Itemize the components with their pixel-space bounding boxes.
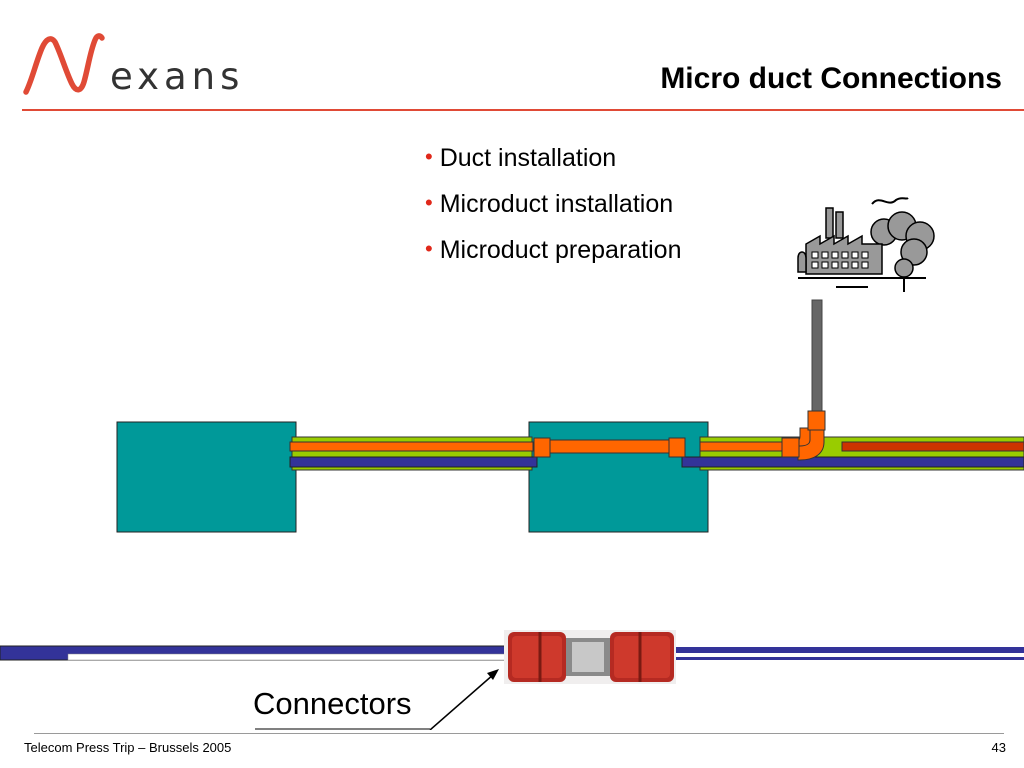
- connector-photo: [504, 630, 676, 684]
- connector-photo-band: [0, 630, 1024, 730]
- connector-a: [533, 437, 551, 458]
- logo-n-mark: [23, 33, 105, 95]
- header-divider: [22, 109, 1024, 111]
- connector-b: [668, 437, 686, 458]
- chamber-left: [116, 421, 297, 533]
- duct-bundle-right: [681, 436, 1024, 471]
- connectors-label: Connectors: [253, 686, 412, 721]
- logo-wordmark: exans: [110, 55, 244, 98]
- bullet-item: •Microduct installation: [425, 186, 682, 232]
- page-number: 43: [991, 740, 1006, 755]
- bullet-label: Microduct installation: [439, 190, 674, 218]
- bullet-dot-icon: •: [425, 190, 433, 215]
- bullet-item: •Duct installation: [425, 140, 682, 186]
- bullet-label: Duct installation: [439, 144, 617, 172]
- connector-c: [807, 410, 826, 431]
- footer-divider: [34, 733, 1004, 734]
- microduct-span: [547, 439, 673, 454]
- factory-icon: [797, 197, 935, 292]
- connector-pointer-line: [429, 673, 495, 730]
- microduct-bend: [797, 429, 825, 461]
- bullet-item: •Microduct preparation: [425, 232, 682, 278]
- factory-pipe: [811, 299, 823, 426]
- duct-bundle-left: [289, 436, 538, 471]
- nexans-logo: exans: [23, 33, 244, 98]
- bullet-dot-icon: •: [425, 236, 433, 261]
- bullet-label: Microduct preparation: [439, 236, 682, 264]
- connector-d: [781, 437, 800, 458]
- footer-text: Telecom Press Trip – Brussels 2005: [24, 740, 232, 755]
- bullet-list: •Duct installation •Microduct installati…: [425, 140, 682, 278]
- duct-diagram: [116, 299, 1024, 533]
- page-title: Micro duct Connections: [660, 62, 1002, 95]
- connector-pointer-arrowhead: [487, 669, 499, 680]
- bullet-dot-icon: •: [425, 144, 433, 169]
